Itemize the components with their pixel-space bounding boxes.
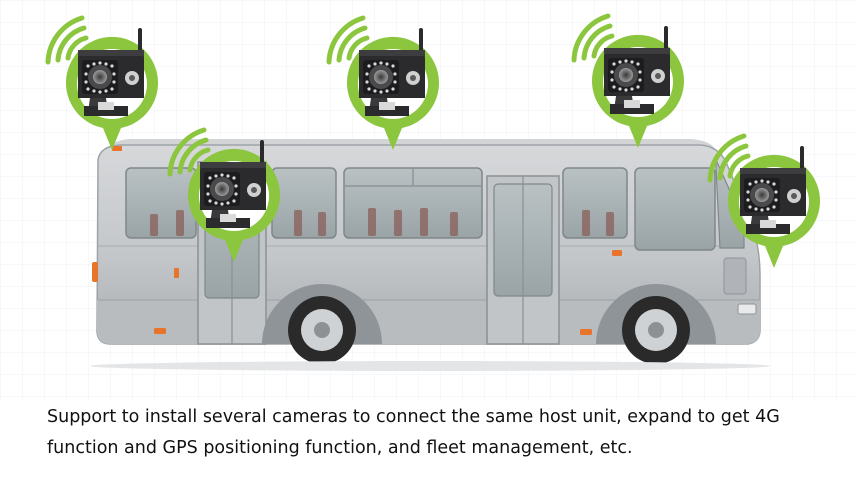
feature-caption: Support to install several cameras to co…	[47, 402, 837, 464]
caption-line-1: Support to install several cameras to co…	[47, 407, 780, 427]
bus-camera-scene	[0, 0, 857, 400]
front-wheel	[622, 296, 690, 364]
rear-wheel	[288, 296, 356, 364]
caption-line-2: function and GPS positioning function, a…	[47, 438, 633, 458]
bus	[90, 139, 770, 371]
